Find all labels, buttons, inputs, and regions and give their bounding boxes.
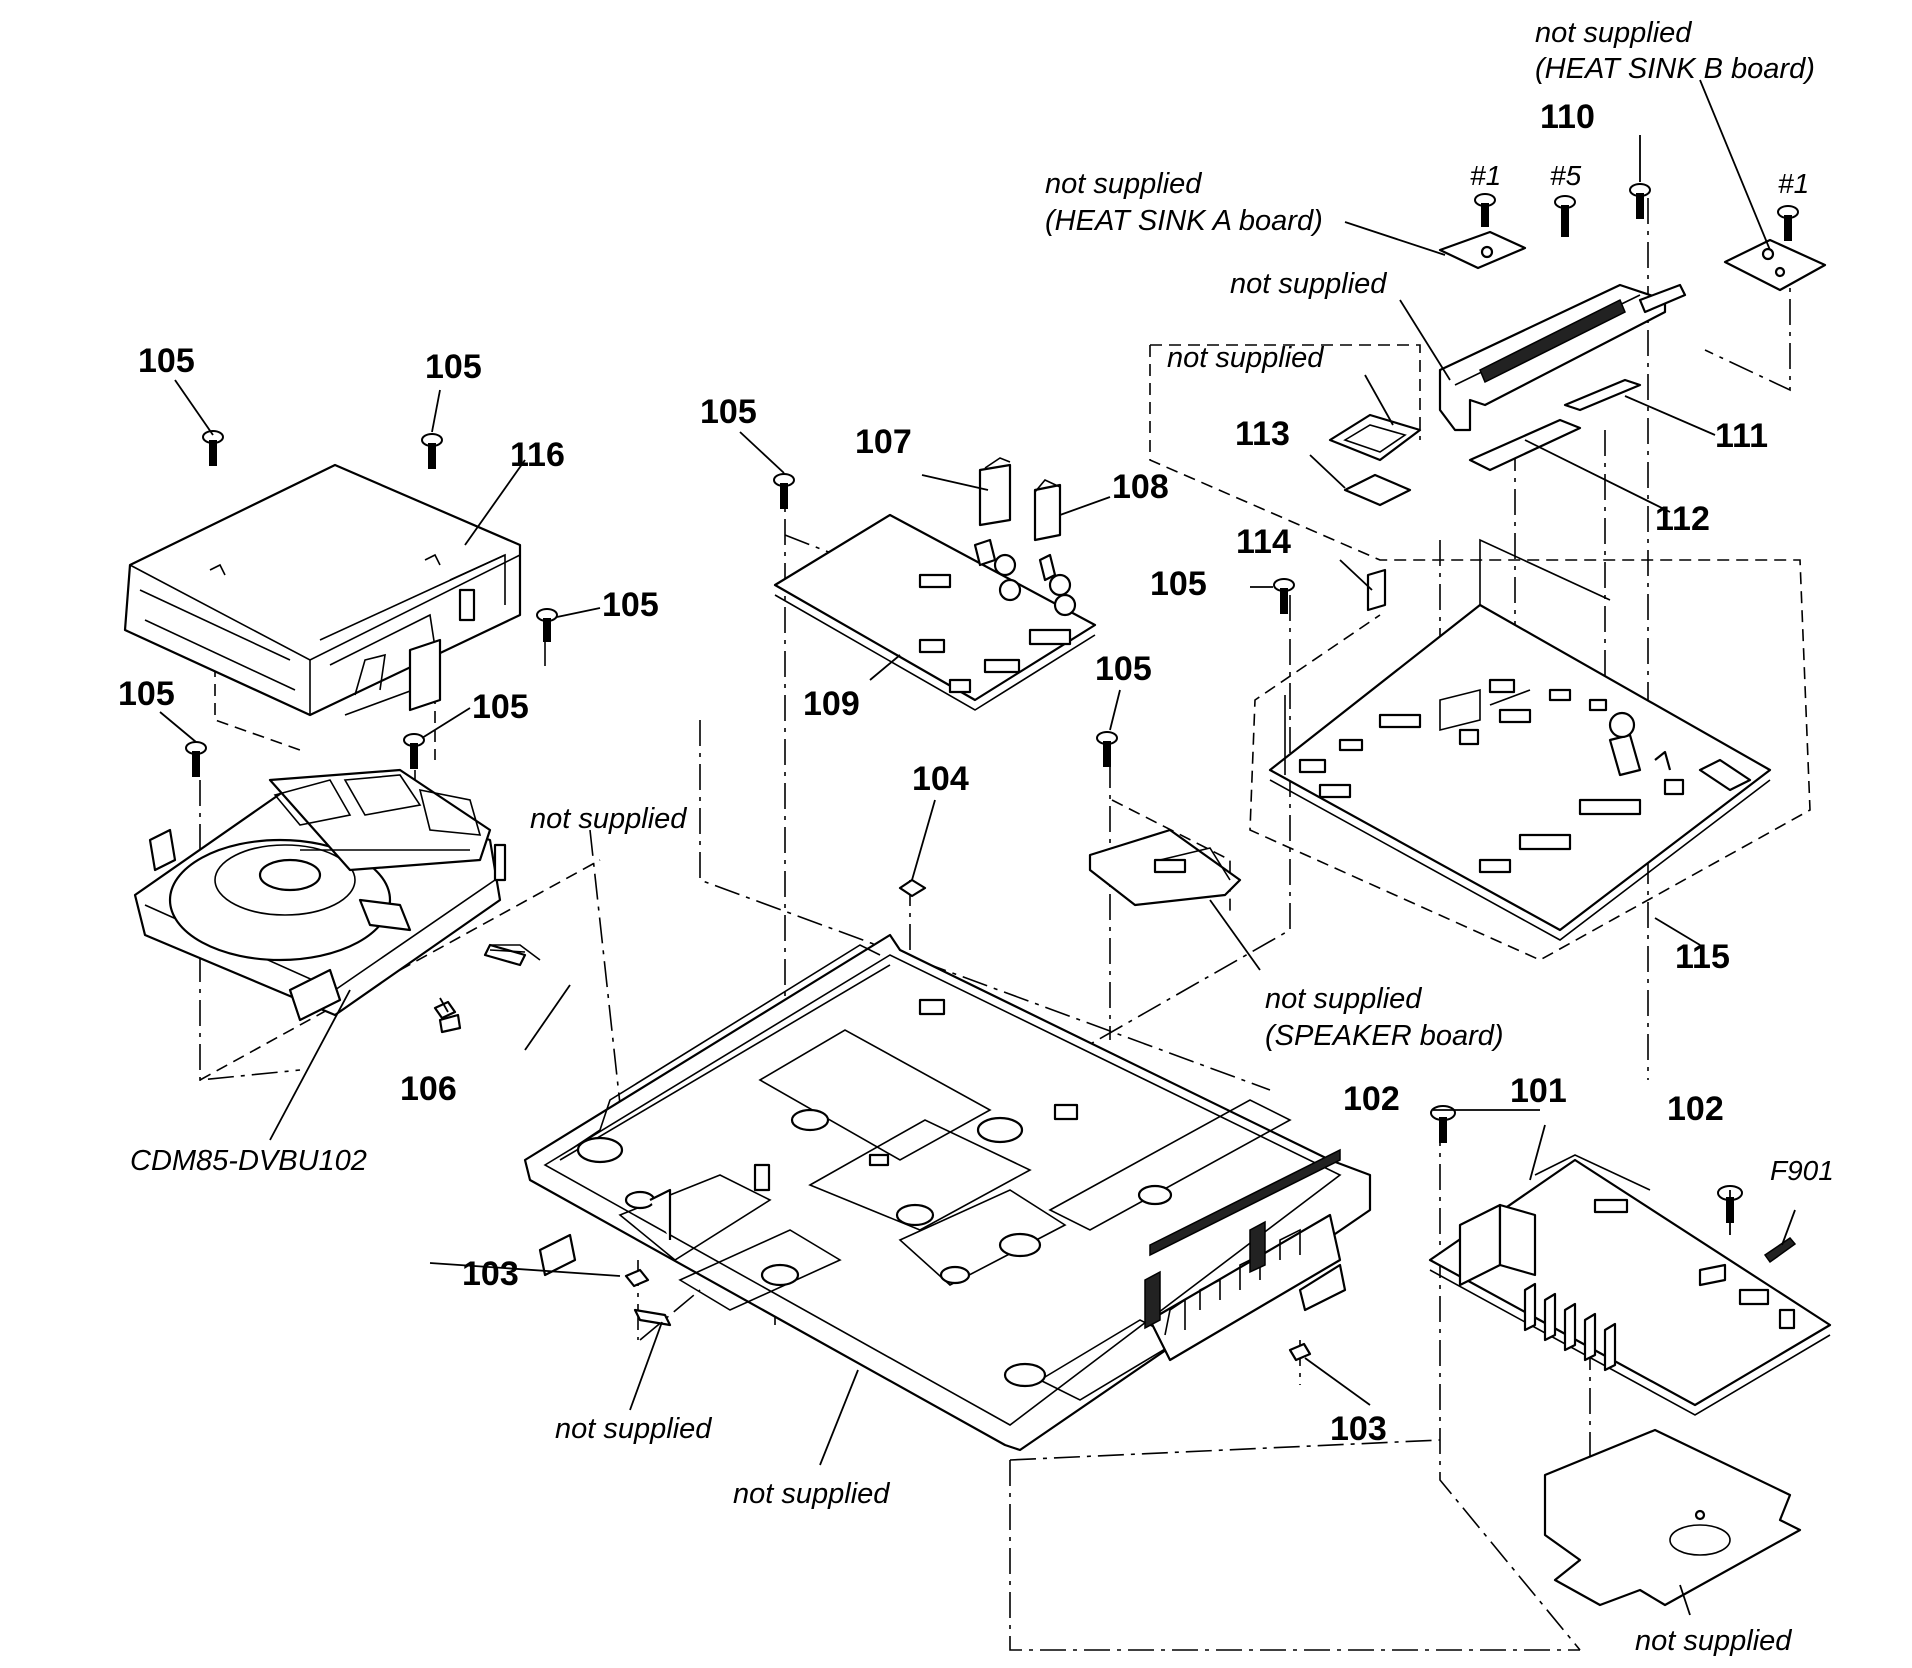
screw-105-f [773, 473, 795, 509]
sheet-112 [1468, 418, 1582, 472]
note-speaker-line2: (SPEAKER board) [1265, 1020, 1504, 1052]
speaker-board [1088, 828, 1242, 907]
label-106: 106 [400, 1070, 457, 1108]
screw-1-a [1474, 193, 1496, 227]
leader-lines [159, 79, 1796, 1616]
note-labels: not supplied (HEAT SINK B board) not sup… [130, 17, 1815, 1657]
dvd-mechanism [133, 768, 527, 1034]
note-heat-sink-a-line1: not supplied [1045, 168, 1202, 200]
note-insulator: not supplied [1635, 1625, 1792, 1657]
label-108: 108 [1112, 468, 1169, 506]
note-heat-sink-a-line2: (HEAT SINK A board) [1045, 205, 1323, 237]
label-105-d: 105 [118, 675, 175, 713]
label-103-a: 103 [462, 1255, 519, 1293]
heat-sink-a-board [1438, 230, 1527, 270]
label-104: 104 [912, 760, 969, 798]
note-chassis: not supplied [733, 1478, 890, 1510]
label-101: 101 [1510, 1072, 1567, 1110]
label-hash-5: #5 [1550, 160, 1582, 191]
power-board-101 [1428, 1154, 1832, 1416]
label-hash-1-b: #1 [1778, 168, 1809, 199]
screw-105-d [185, 741, 207, 777]
ic-holder [1328, 413, 1422, 507]
label-hash-1-a: #1 [1470, 160, 1501, 191]
heat-sink-bracket [1438, 283, 1687, 432]
foot-sheet [633, 1308, 672, 1327]
label-110: 110 [1540, 98, 1595, 136]
board-109 [773, 513, 1097, 711]
note-mech-cable: not supplied [530, 803, 687, 835]
ribbon-cable-108 [1033, 479, 1062, 542]
label-105-b: 105 [425, 348, 482, 386]
screw-105-c [536, 608, 558, 642]
foot-103-right [1288, 1342, 1312, 1362]
label-105-e: 105 [472, 688, 529, 726]
part-number-labels: 110 105 105 116 105 105 105 105 107 108 … [118, 98, 1834, 1448]
connector-114 [1366, 568, 1387, 612]
label-105-f: 105 [700, 393, 757, 431]
mech-cable [489, 944, 541, 961]
heat-sink-b-board [1723, 238, 1827, 292]
label-113: 113 [1235, 415, 1290, 453]
label-105-h: 105 [1095, 650, 1152, 688]
label-102-b: 102 [1667, 1090, 1724, 1128]
screw-105-h [1096, 731, 1118, 767]
label-114: 114 [1236, 523, 1291, 561]
screw-105-b [421, 433, 443, 469]
label-107: 107 [855, 423, 912, 461]
screw-105-g [1273, 578, 1295, 614]
screw-105-e [403, 733, 425, 769]
note-heat-sink-b-line1: not supplied [1535, 17, 1692, 49]
screw-5 [1554, 195, 1576, 237]
fuse-f901 [1763, 1236, 1797, 1264]
screw-1-b [1777, 205, 1799, 241]
screw-mark-labels: #1 #5 #1 [1470, 160, 1809, 199]
chassis-frame [523, 933, 1372, 1452]
label-f901: F901 [1770, 1155, 1834, 1186]
screw-105-a [202, 430, 224, 466]
sheet-111 [1563, 378, 1642, 412]
screw-110 [1629, 183, 1651, 219]
insulator-sheet [1543, 1428, 1802, 1607]
label-112: 112 [1655, 500, 1710, 538]
note-foot-sheet: not supplied [555, 1413, 712, 1445]
label-105-a: 105 [138, 342, 195, 380]
note-ic-holder: not supplied [1167, 342, 1324, 374]
label-105-g: 105 [1150, 565, 1207, 603]
label-dvd-mechanism-model: CDM85-DVBU102 [130, 1145, 367, 1177]
note-heat-sink-b-line2: (HEAT SINK B board) [1535, 53, 1815, 85]
part-104 [898, 878, 927, 898]
label-103-b: 103 [1330, 1410, 1387, 1448]
drive-cover-116 [123, 463, 522, 717]
label-116: 116 [510, 436, 565, 474]
label-102-a: 102 [1343, 1080, 1400, 1118]
note-heat-sink-bracket: not supplied [1230, 268, 1387, 300]
note-speaker-line1: not supplied [1265, 983, 1422, 1015]
main-board-115 [1268, 538, 1772, 941]
ribbon-cable-107 [978, 457, 1012, 527]
label-115: 115 [1675, 938, 1730, 976]
label-105-c: 105 [602, 586, 659, 624]
foot-103-left [624, 1268, 650, 1288]
screw-102-a [1430, 1105, 1456, 1143]
label-111: 111 [1715, 417, 1768, 455]
label-109: 109 [803, 685, 860, 723]
